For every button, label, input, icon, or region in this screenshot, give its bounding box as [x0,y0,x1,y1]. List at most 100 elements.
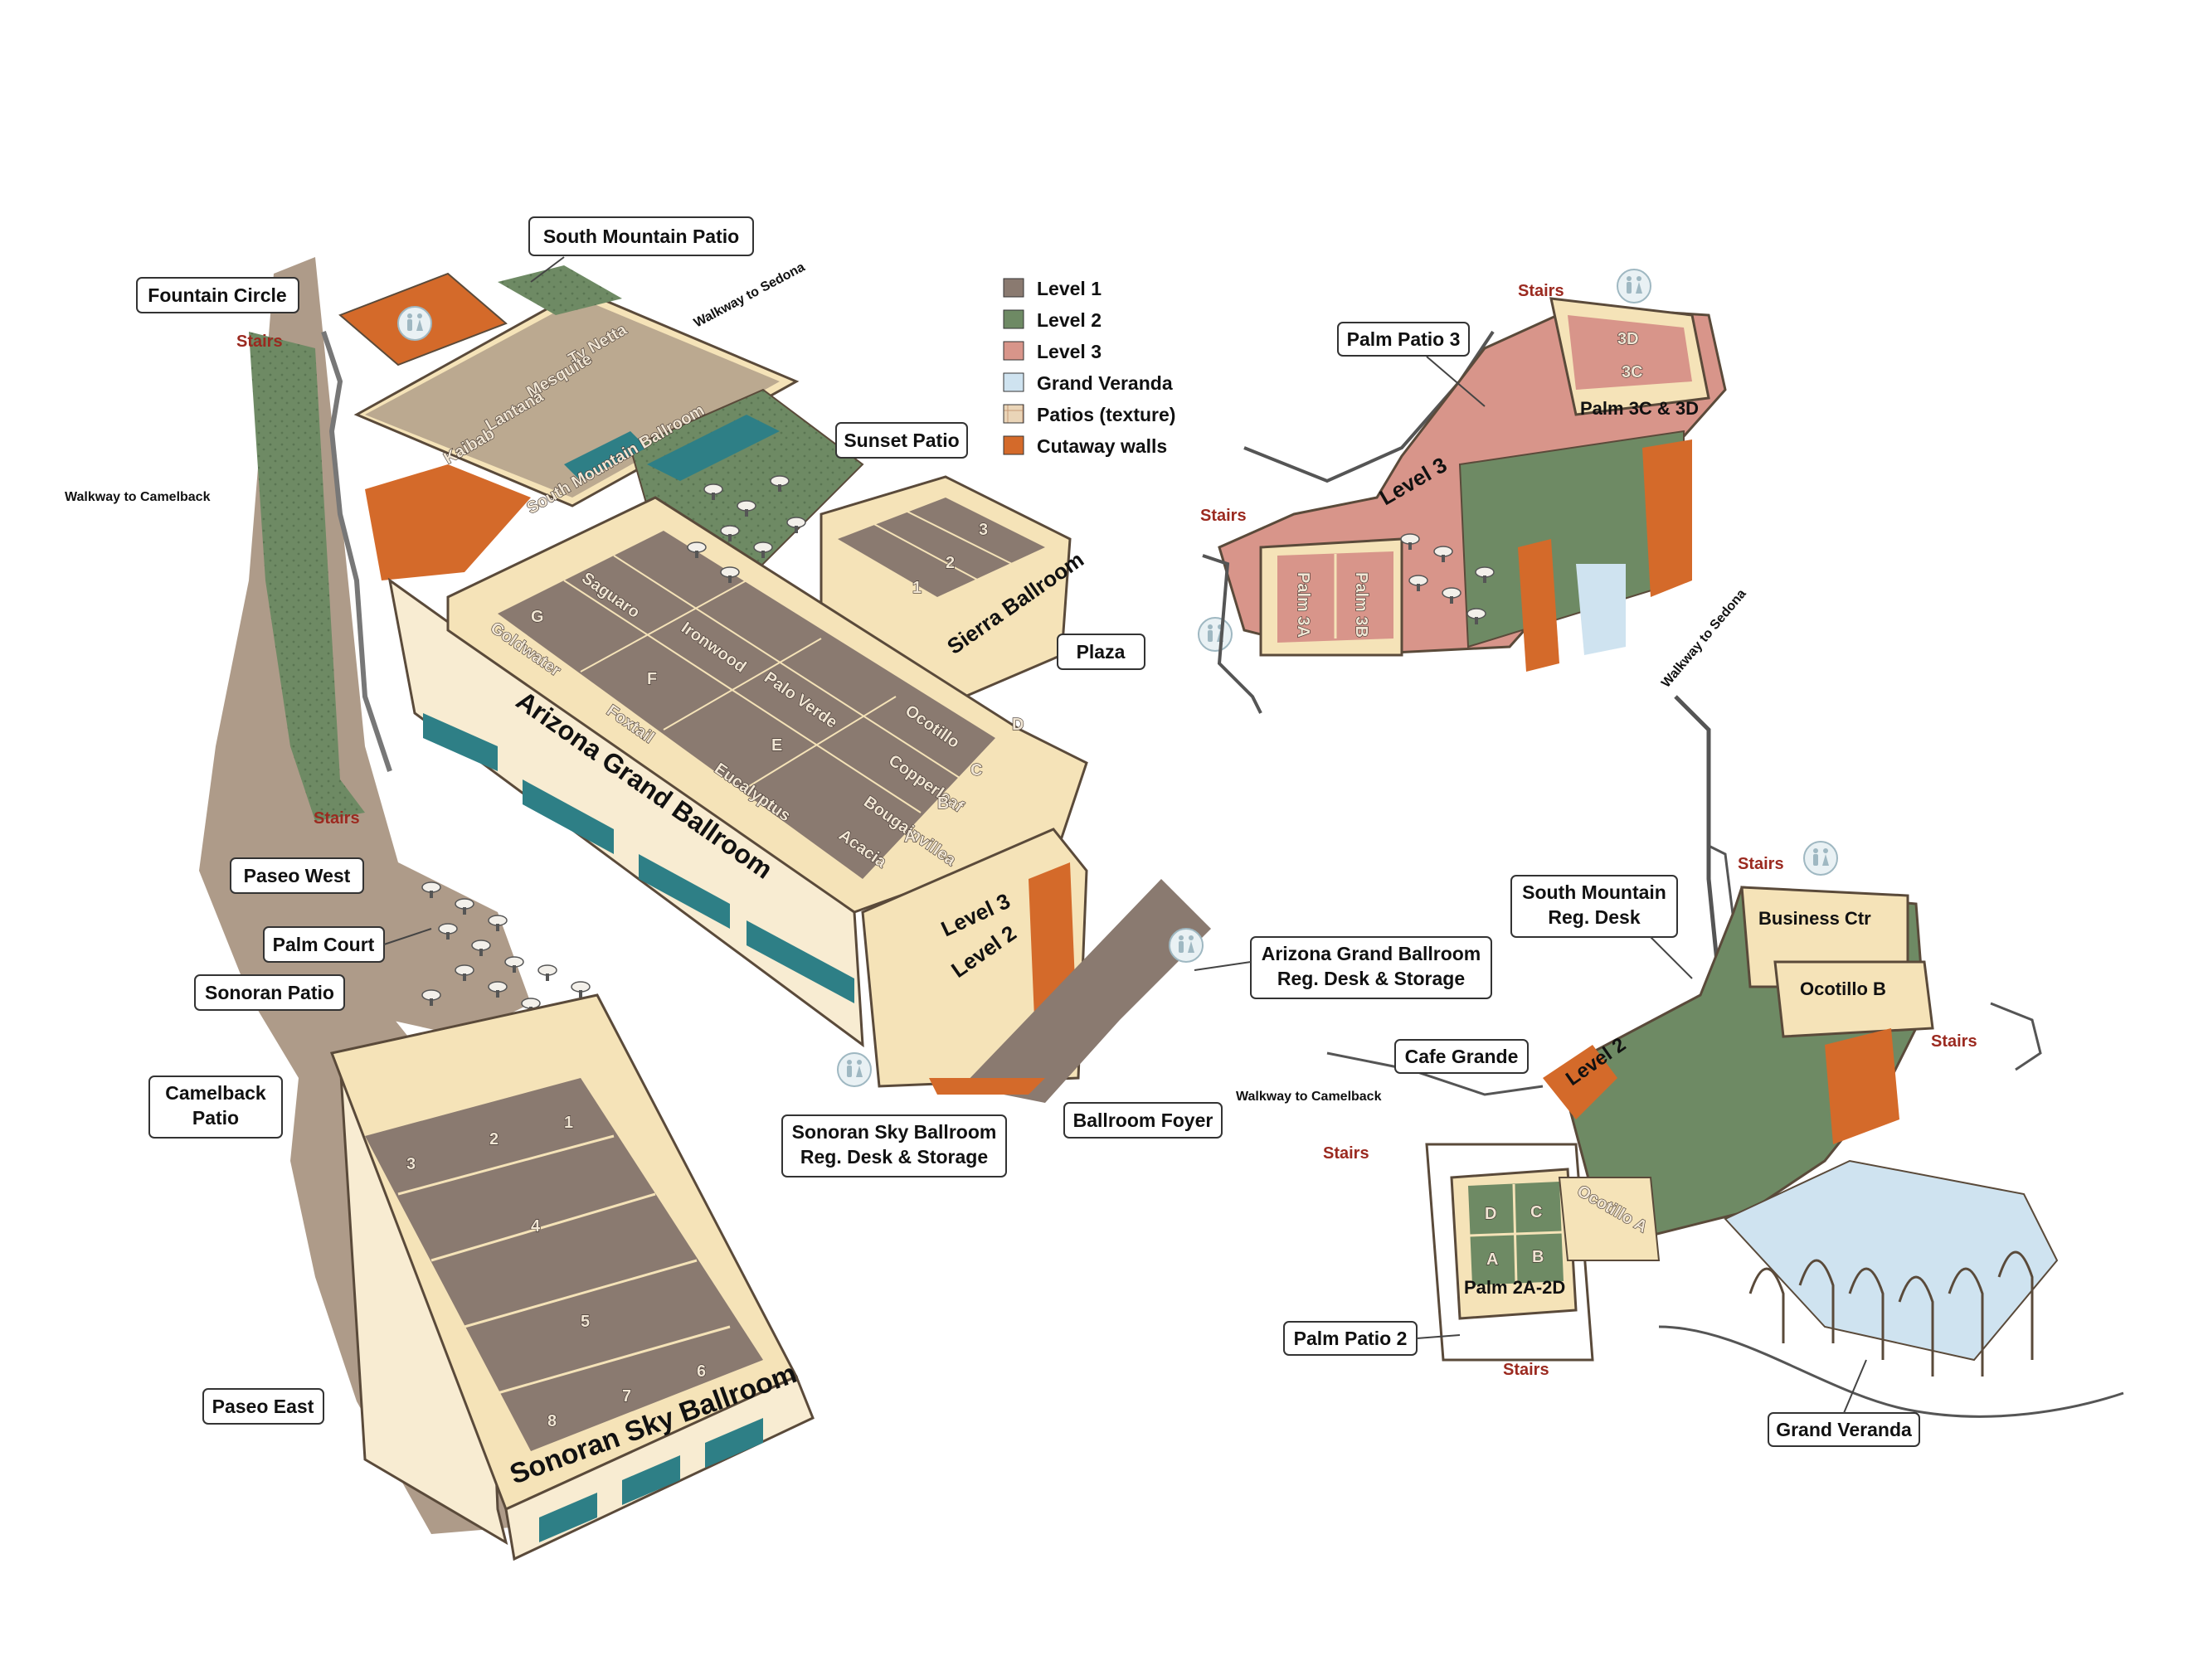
sonoran-room-6: 6 [697,1362,706,1381]
sonoran-room-2: 2 [489,1130,499,1148]
legend-swatch-patios [1003,404,1024,424]
callout-palm-patio-3: Palm Patio 3 [1337,322,1470,357]
callout-south-mountain-reg-desk: South Mountain Reg. Desk [1510,875,1678,938]
business-center-label: Business Ctr [1758,908,1871,929]
svg-text:Level 2: Level 2 [1037,309,1102,331]
svg-text:Level 1: Level 1 [1037,278,1102,299]
callout-grand-veranda: Grand Veranda [1768,1412,1920,1447]
sonoran-room-8: 8 [547,1412,557,1430]
awnings [423,713,854,1003]
legend-swatch-cutaway [1003,435,1024,455]
restroom-icon [1198,617,1233,652]
palm-2-room-c: C [1530,1203,1542,1221]
sonoran-room-7: 7 [622,1387,631,1406]
svg-text:Palm Court: Palm Court [273,934,375,955]
agb-letter-c: C [970,761,982,779]
stairs-label-5: Stairs [1738,855,1784,873]
svg-text:Reg. Desk & Storage: Reg. Desk & Storage [1277,968,1465,989]
callout-palm-patio-2: Palm Patio 2 [1283,1321,1418,1356]
main-complex [199,257,1211,1561]
palm-3-room-3d: 3D [1617,330,1639,348]
agb-letter-e: E [771,736,782,755]
palm-3c-3d-label: Palm 3C & 3D [1580,398,1699,419]
agb-letter-f: F [647,670,657,688]
stairs-label-8: Stairs [1503,1361,1549,1379]
agb-letter-b: B [937,794,949,813]
callout-paseo-west: Paseo West [230,857,364,894]
callout-palm-court: Palm Court [263,926,385,963]
stairs-label-1: Stairs [236,333,283,351]
ballroom-foyer-area [962,879,1211,1103]
palm-2a-2d-label: Palm 2A-2D [1464,1277,1565,1298]
callout-cafe-grande: Cafe Grande [1394,1039,1529,1074]
legend-swatch-level2 [1003,309,1024,329]
restroom-icon [1617,269,1651,303]
cutaway-wall [365,464,531,580]
svg-text:Grand Veranda: Grand Veranda [1776,1419,1912,1440]
svg-text:Plaza: Plaza [1077,641,1126,663]
callout-ballroom-foyer: Ballroom Foyer [1063,1102,1223,1139]
agb-letter-a: A [904,828,916,846]
walkway-sedona-right: Walkway to Sedona [1659,587,1749,691]
legend-swatch-level1 [1003,278,1024,298]
sonoran-room-4: 4 [531,1217,541,1236]
svg-text:Reg. Desk & Storage: Reg. Desk & Storage [800,1146,988,1168]
svg-text:Patios (texture): Patios (texture) [1037,404,1175,425]
callout-fountain-circle: Fountain Circle [136,277,299,313]
svg-text:Fountain Circle: Fountain Circle [148,284,286,306]
callout-sonoran-patio: Sonoran Patio [194,974,345,1011]
ocotillo-b-block [1773,960,1934,1038]
sierra-room-3: 3 [979,521,988,539]
callout-camelback-patio: Camelback Patio [148,1075,283,1139]
svg-text:Cafe Grande: Cafe Grande [1405,1046,1519,1067]
sierra-room-1: 1 [912,579,922,597]
level3-inset [1202,297,1727,714]
svg-text:Paseo West: Paseo West [244,865,351,886]
svg-text:Palm Patio 2: Palm Patio 2 [1294,1328,1408,1349]
svg-text:South Mountain: South Mountain [1522,881,1666,903]
restroom-icon [1169,928,1204,963]
walkway-camelback-right: Walkway to Camelback [1236,1090,1382,1104]
svg-text:Cutaway walls: Cutaway walls [1037,435,1167,457]
svg-text:Sonoran Sky Ballroom: Sonoran Sky Ballroom [792,1121,997,1143]
palm-2-room-d: D [1485,1205,1496,1223]
veranda-arches [1748,1250,2034,1377]
restroom-icon [837,1052,872,1087]
svg-text:Ballroom Foyer: Ballroom Foyer [1073,1109,1213,1131]
agb-letter-d: D [1012,716,1024,734]
svg-text:Grand Veranda: Grand Veranda [1037,372,1173,394]
legend-swatch-grand-veranda [1003,372,1024,392]
svg-text:Palm Patio 3: Palm Patio 3 [1347,328,1461,350]
sonoran-room-3: 3 [406,1155,416,1173]
callout-agb-reg-desk: Arizona Grand Ballroom Reg. Desk & Stora… [1250,936,1492,999]
palm-2-room-b: B [1532,1248,1544,1266]
west-garden [249,332,365,821]
svg-text:Camelback: Camelback [165,1082,266,1104]
palm-2-room-a: A [1486,1250,1498,1269]
level2-inset [1326,695,2124,1418]
palm-3-room-3c: 3C [1622,363,1643,381]
palm-3-room-3a: Palm 3A [1294,572,1312,638]
callout-ssb-reg-desk: Sonoran Sky Ballroom Reg. Desk & Storage [781,1114,1007,1177]
sierra-room-2: 2 [946,554,955,572]
svg-text:Paseo East: Paseo East [212,1396,314,1417]
sonoran-room-1: 1 [564,1114,573,1132]
callout-plaza: Plaza [1057,634,1145,670]
stairs-label-2: Stairs [314,809,360,828]
grand-veranda-area [1724,1159,2059,1362]
svg-text:Sunset Patio: Sunset Patio [844,430,959,451]
stairs-label-4: Stairs [1200,507,1247,525]
restroom-icon [397,306,432,341]
svg-text:Level 3: Level 3 [1037,341,1102,362]
palm-3-room-3b: Palm 3B [1352,572,1370,638]
legend: Level 1 Level 2 Level 3 Grand Veranda Pa… [1003,278,1175,457]
agb-letter-g: G [531,608,544,626]
callout-paseo-east: Paseo East [202,1388,324,1425]
callout-sunset-patio: Sunset Patio [835,422,968,459]
svg-text:Reg. Desk: Reg. Desk [1548,906,1640,928]
walkway-camelback-left: Walkway to Camelback [65,490,211,504]
svg-text:Sonoran Patio: Sonoran Patio [205,982,334,1003]
callout-south-mountain-patio: South Mountain Patio [528,216,754,256]
legend-swatch-level3 [1003,341,1024,361]
